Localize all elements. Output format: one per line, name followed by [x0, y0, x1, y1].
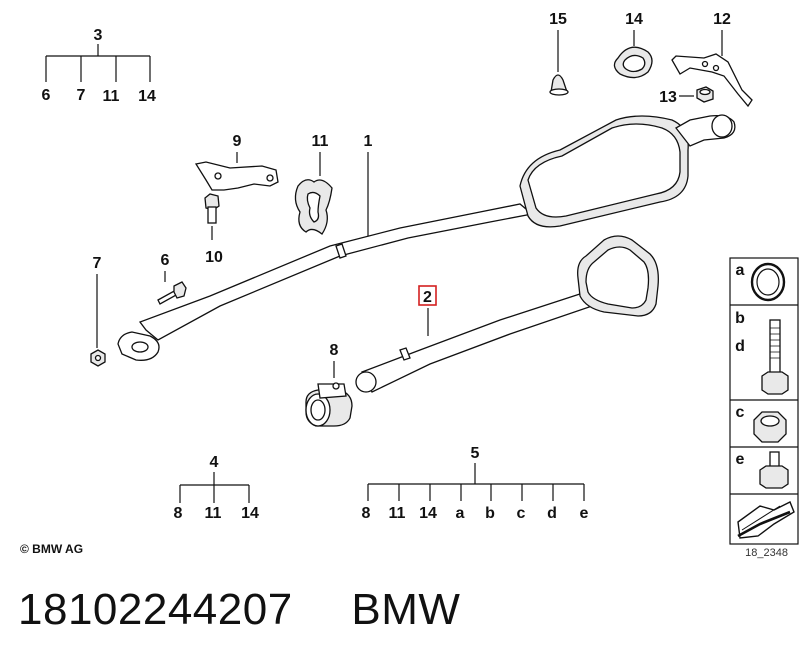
legend-item-c-nut[interactable]: c: [736, 404, 787, 443]
legend-label-c: c: [736, 404, 745, 421]
callout-label-5-8: 8: [362, 505, 371, 522]
callout-label-10: 10: [205, 249, 223, 266]
highlight-box: [418, 285, 437, 306]
part-6-bolt[interactable]: 6: [157, 252, 187, 305]
part-14-rubber-hanger[interactable]: 14: [613, 11, 653, 79]
copyright-text: © BMW AG: [20, 542, 83, 556]
part-13-nut[interactable]: 13: [659, 86, 714, 106]
callout-label-9: 9: [233, 133, 242, 150]
legend-label-b: b: [735, 310, 745, 327]
callout-label-4-8: 8: [174, 505, 183, 522]
part-15-rubber-cap[interactable]: 15: [549, 11, 569, 96]
part-number: 18102244207: [18, 585, 293, 634]
part-2-center-pipe-with-silencer[interactable]: 2: [355, 235, 659, 393]
legend-label-e: e: [736, 451, 745, 468]
gasket-ring-icon: [750, 262, 786, 302]
callout-label-3-7: 7: [77, 87, 86, 104]
direction-arrow-icon: [737, 501, 795, 539]
callout-label-5: 5: [471, 445, 480, 462]
callout-label-5-a: a: [456, 505, 465, 522]
group-3-callout[interactable]: 3 6 7 11 14: [42, 27, 156, 105]
legend-label-d: d: [735, 338, 745, 355]
legend-item-e-bolt[interactable]: e: [736, 451, 789, 489]
callout-label-5-b: b: [485, 505, 495, 522]
callout-label-15: 15: [549, 11, 567, 28]
callout-label-4-11: 11: [205, 505, 222, 522]
legend-label-a: a: [736, 262, 745, 279]
callout-label-2: 2: [423, 289, 432, 306]
callout-label-5-c: c: [517, 505, 526, 522]
hardware-legend-panel: a b d c e: [729, 257, 799, 545]
diagram-code: 18_2348: [745, 547, 788, 559]
callout-label-5-11: 11: [389, 505, 406, 522]
callout-label-3-11: 11: [103, 88, 120, 105]
callout-label-3-14: 14: [138, 88, 156, 105]
callout-label-3-6: 6: [42, 87, 51, 104]
callout-label-6: 6: [161, 252, 170, 269]
exhaust-parts-diagram: 3 6 7 11 14 15 14 12 13 9: [20, 11, 799, 559]
callout-label-5-d: d: [547, 505, 557, 522]
part-12-bracket[interactable]: 12: [671, 11, 753, 108]
part-7-nut[interactable]: 7: [90, 255, 106, 367]
callout-label-4-14: 14: [241, 505, 259, 522]
callout-label-8: 8: [330, 342, 339, 359]
callout-label-4: 4: [210, 454, 219, 471]
legend-item-a-gasket[interactable]: a: [736, 262, 786, 302]
group-5-callout[interactable]: 5 8 11 14 a b c d e: [362, 445, 589, 522]
callout-label-5-14: 14: [419, 505, 437, 522]
callout-label-5-e: e: [580, 505, 589, 522]
callout-label-12: 12: [713, 11, 731, 28]
part-11-rubber-mount[interactable]: 11: [294, 133, 333, 235]
part-8-clamp[interactable]: 8: [305, 342, 353, 427]
group-4-callout[interactable]: 4 8 11 14: [174, 454, 259, 522]
callout-label-1: 1: [364, 133, 373, 150]
short-bolt-icon: [759, 451, 789, 489]
part-9-bracket[interactable]: 9: [194, 133, 279, 191]
hex-nut-icon: [753, 411, 787, 443]
brand-name: BMW: [351, 585, 461, 634]
part-number-footer: 18102244207 BMW: [18, 585, 460, 635]
legend-item-b-d-bolt[interactable]: b d: [735, 310, 789, 395]
callout-label-11: 11: [312, 133, 329, 150]
callout-label-14: 14: [625, 11, 643, 28]
part-1-exhaust-pipe-with-silencer[interactable]: 1: [117, 114, 736, 361]
callout-label-7: 7: [93, 255, 102, 272]
callout-label-13: 13: [659, 89, 677, 106]
hex-bolt-icon: [761, 319, 789, 395]
part-10-bolt[interactable]: 10: [204, 193, 223, 266]
callout-label-3: 3: [94, 27, 103, 44]
